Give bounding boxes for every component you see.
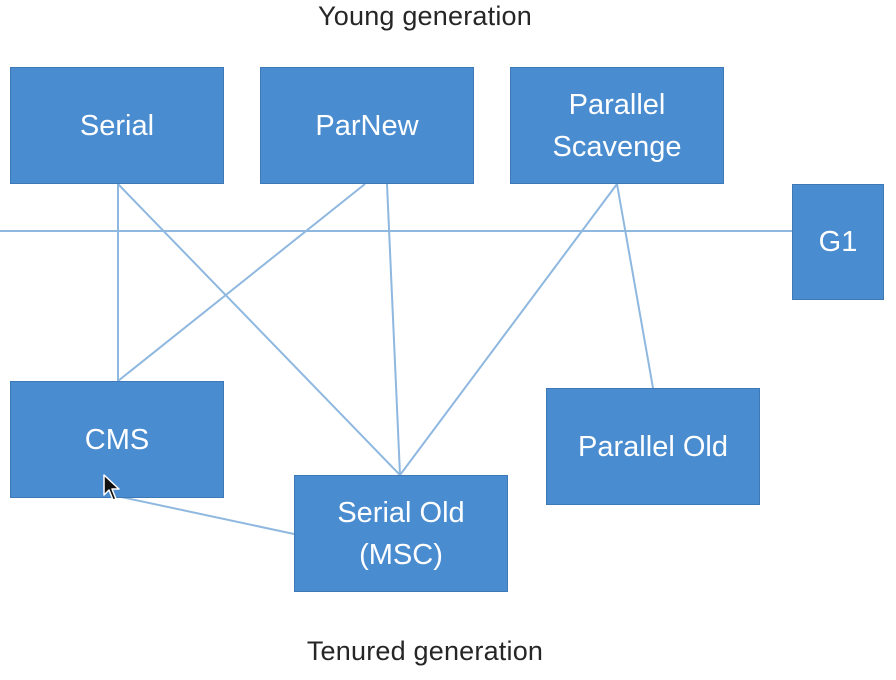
serial-collector-box: Serial	[10, 67, 224, 184]
link-parallel-scavenge-serial-old	[399, 183, 618, 476]
tenured-generation-title: Tenured generation	[306, 636, 544, 666]
parallel-old-collector-box: Parallel Old	[546, 388, 760, 505]
parnew-collector-box: ParNew	[260, 67, 474, 184]
g1-collector-box: G1	[792, 184, 884, 300]
link-parnew-serial-old	[386, 183, 401, 476]
link-parallel-scavenge-parallel-old	[616, 183, 654, 389]
young-generation-title: Young generation	[318, 1, 532, 31]
mouse-cursor-icon	[103, 474, 120, 501]
serial-old-collector-box: Serial Old (MSC)	[294, 475, 508, 592]
link-serial-serial-old	[117, 183, 401, 476]
cms-collector-box: CMS	[10, 381, 224, 498]
link-cms-serial-old	[111, 494, 295, 535]
link-parnew-cms	[117, 183, 366, 382]
parallel-scavenge-collector-box: Parallel Scavenge	[510, 67, 724, 184]
